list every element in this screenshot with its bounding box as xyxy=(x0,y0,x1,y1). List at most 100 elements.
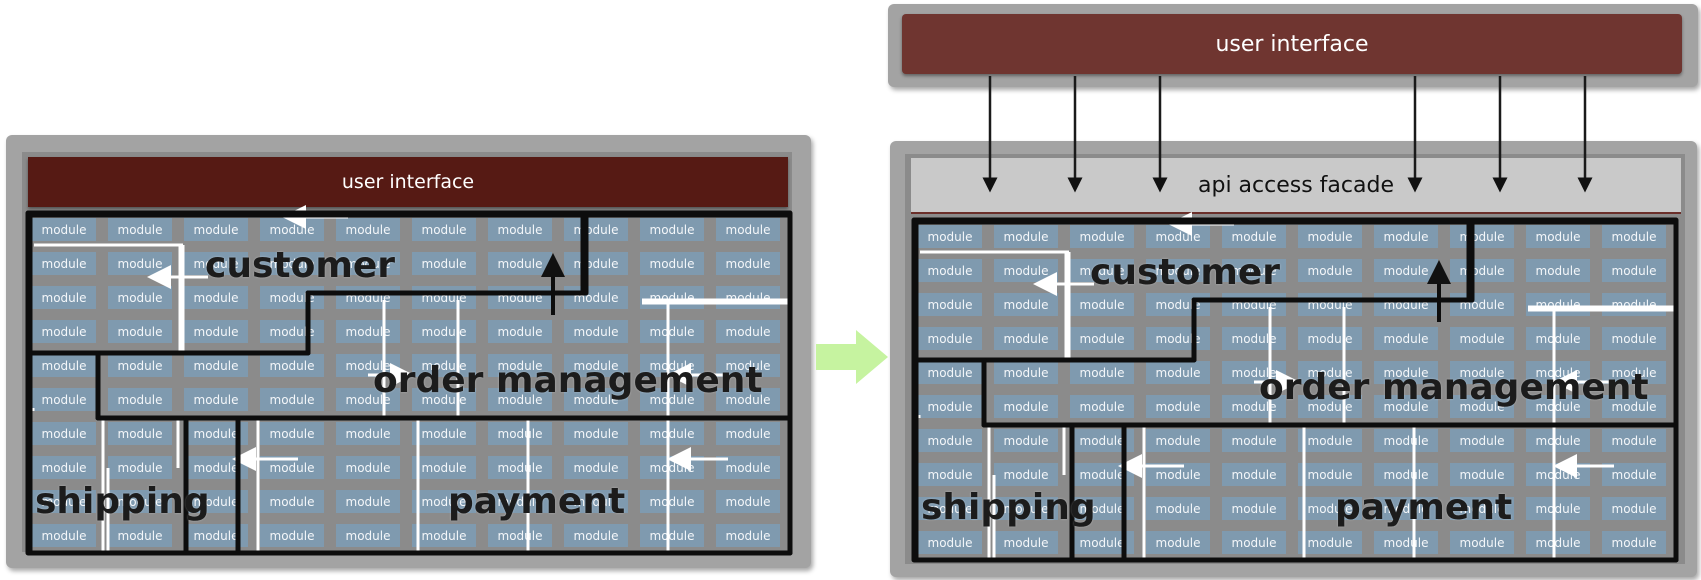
module-box: module xyxy=(994,293,1058,316)
module-box: module xyxy=(1222,225,1286,248)
module-box: module xyxy=(32,354,96,377)
right-customer-label: customer xyxy=(1090,252,1281,293)
module-box: module xyxy=(336,490,400,513)
module-box: module xyxy=(184,354,248,377)
module-box: module xyxy=(1450,463,1514,486)
module-box: module xyxy=(994,531,1058,554)
module-box: module xyxy=(918,259,982,282)
left-customer-label: customer xyxy=(205,245,396,286)
module-box: module xyxy=(1070,463,1134,486)
module-box: module xyxy=(994,463,1058,486)
module-box: module xyxy=(918,361,982,384)
module-box: module xyxy=(184,388,248,411)
module-box: module xyxy=(184,524,248,547)
module-box: module xyxy=(1374,259,1438,282)
module-box: module xyxy=(1374,327,1438,350)
module-box: module xyxy=(716,456,780,479)
module-box: module xyxy=(640,320,704,343)
module-box: module xyxy=(488,252,552,275)
module-box: module xyxy=(1450,225,1514,248)
module-box: module xyxy=(1374,293,1438,316)
module-box: module xyxy=(640,286,704,309)
module-box: module xyxy=(1070,361,1134,384)
module-box: module xyxy=(336,422,400,445)
module-box: module xyxy=(260,490,324,513)
module-box: module xyxy=(564,456,628,479)
module-box: module xyxy=(1222,429,1286,452)
module-box: module xyxy=(1298,327,1362,350)
module-box: module xyxy=(716,252,780,275)
module-box: module xyxy=(1374,429,1438,452)
module-box: module xyxy=(1070,225,1134,248)
module-box: module xyxy=(716,320,780,343)
module-box: module xyxy=(994,225,1058,248)
module-box: module xyxy=(1602,259,1666,282)
module-box: module xyxy=(640,218,704,241)
module-box: module xyxy=(1526,497,1590,520)
module-box: module xyxy=(1374,225,1438,248)
module-box: module xyxy=(412,218,476,241)
module-box: module xyxy=(1602,429,1666,452)
api-access-facade: api access facade xyxy=(911,158,1681,214)
module-box: module xyxy=(1070,429,1134,452)
module-box: module xyxy=(260,354,324,377)
module-box: module xyxy=(1146,429,1210,452)
module-box: module xyxy=(488,524,552,547)
module-box: module xyxy=(1602,531,1666,554)
module-box: module xyxy=(1298,531,1362,554)
left-user-interface-label: user interface xyxy=(341,171,475,193)
module-box: module xyxy=(260,456,324,479)
module-box: module xyxy=(1298,225,1362,248)
module-box: module xyxy=(1602,497,1666,520)
module-box: module xyxy=(412,524,476,547)
module-box: module xyxy=(412,422,476,445)
module-box: module xyxy=(184,286,248,309)
module-box: module xyxy=(1450,293,1514,316)
module-box: module xyxy=(564,252,628,275)
module-box: module xyxy=(1526,259,1590,282)
module-box: module xyxy=(564,320,628,343)
module-box: module xyxy=(1298,429,1362,452)
module-box: module xyxy=(1602,463,1666,486)
module-box: module xyxy=(918,225,982,248)
module-box: module xyxy=(1222,293,1286,316)
module-box: module xyxy=(918,531,982,554)
module-box: module xyxy=(1146,361,1210,384)
module-box: module xyxy=(1146,497,1210,520)
module-box: module xyxy=(1222,327,1286,350)
module-box: module xyxy=(108,252,172,275)
api-access-facade-label: api access facade xyxy=(1198,172,1394,198)
module-box: module xyxy=(640,490,704,513)
right-user-interface-bar: user interface xyxy=(902,14,1682,74)
module-box: module xyxy=(1602,327,1666,350)
module-box: module xyxy=(32,252,96,275)
module-box: module xyxy=(1602,293,1666,316)
module-box: module xyxy=(1298,259,1362,282)
module-box: module xyxy=(32,524,96,547)
module-box: module xyxy=(1374,531,1438,554)
module-box: module xyxy=(716,490,780,513)
module-box: module xyxy=(184,218,248,241)
module-box: module xyxy=(1070,293,1134,316)
module-box: module xyxy=(1222,463,1286,486)
module-box: module xyxy=(260,524,324,547)
module-box: module xyxy=(336,456,400,479)
module-box: module xyxy=(32,422,96,445)
module-box: module xyxy=(260,388,324,411)
module-box: module xyxy=(260,320,324,343)
module-box: module xyxy=(994,361,1058,384)
module-box: module xyxy=(488,218,552,241)
module-box: module xyxy=(1146,463,1210,486)
module-box: module xyxy=(412,252,476,275)
left-shipping-label: shipping xyxy=(35,481,210,522)
module-box: module xyxy=(1070,327,1134,350)
module-box: module xyxy=(1450,531,1514,554)
module-box: module xyxy=(184,320,248,343)
module-box: module xyxy=(412,286,476,309)
module-box: module xyxy=(32,320,96,343)
module-box: module xyxy=(1070,395,1134,418)
module-box: module xyxy=(994,429,1058,452)
module-box: module xyxy=(1526,293,1590,316)
module-box: module xyxy=(716,286,780,309)
module-box: module xyxy=(564,422,628,445)
